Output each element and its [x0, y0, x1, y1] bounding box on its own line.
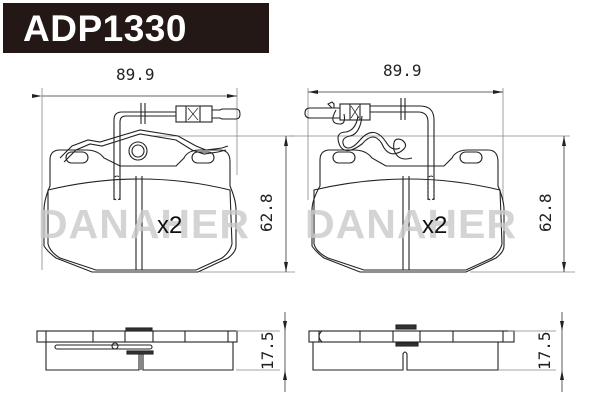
backing-plate-edge	[308, 330, 515, 343]
quantity-label: x2	[422, 212, 447, 239]
friction-material	[313, 178, 503, 271]
mounting-hole	[191, 151, 215, 164]
width-dimension-label: 89.9	[383, 61, 422, 80]
sensor-wire	[113, 111, 176, 200]
sensor-connector	[339, 103, 371, 121]
watermark: DANAHER	[305, 201, 517, 247]
width-dimension-label: 89.9	[116, 65, 155, 84]
connector-pin	[304, 101, 340, 119]
sensor-wire	[370, 111, 429, 200]
spring-coil	[128, 141, 148, 161]
coiled-sensor-wire	[337, 115, 413, 160]
thickness-dimension-label: 17.5	[535, 331, 554, 370]
backing-plate-outline	[311, 149, 505, 273]
right-side-view: 17.5	[308, 312, 564, 392]
height-dimension-label: 62.8	[536, 193, 555, 232]
watermark: DANAHER	[38, 201, 250, 247]
backing-plate-outline	[43, 149, 237, 273]
quantity-label: x2	[157, 212, 182, 239]
part-number: ADP1330	[23, 8, 187, 49]
mounting-hole	[332, 151, 356, 164]
spring-clip	[125, 327, 153, 332]
anti-rattle-spring	[59, 129, 229, 159]
height-dimension-label: 62.8	[257, 193, 276, 232]
mounting-hole	[65, 151, 89, 164]
part-number-banner: ADP1330	[3, 3, 269, 53]
friction-block	[45, 342, 142, 371]
embedded-sensor	[113, 175, 121, 201]
friction-material	[47, 178, 233, 271]
left-front-view: 89.9 62.8	[32, 65, 295, 273]
left-side-view: 17.5	[36, 312, 287, 392]
sensor-connector	[395, 324, 417, 330]
sensor-connector	[175, 105, 213, 123]
thickness-dimension-label: 17.5	[258, 331, 277, 370]
embedded-sensor	[427, 175, 435, 201]
backing-plate-edge	[36, 330, 238, 343]
connector-pin	[212, 108, 241, 120]
right-front-view: 89.9 62.8 DANAHER x2	[290, 61, 575, 273]
sensor-wire	[54, 344, 153, 350]
mounting-hole	[459, 151, 483, 164]
friction-block	[312, 342, 499, 371]
